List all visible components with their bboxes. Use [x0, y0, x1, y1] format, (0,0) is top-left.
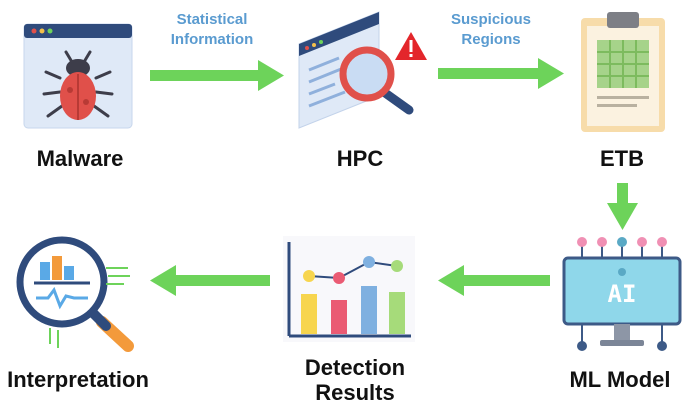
node-label-hpc: HPC — [336, 146, 384, 171]
node-label-ml-model: ML Model — [569, 367, 671, 392]
edge-label-statistical-information: Statistical Information — [153, 10, 271, 50]
arrow-hpc-to-etb — [438, 58, 564, 89]
edge-label-line1: Suspicious — [450, 11, 532, 28]
node-label-interpretation: Interpretation — [7, 367, 149, 392]
node-label-etb: ETB — [600, 146, 644, 171]
edge-label-line1: Statistical — [176, 11, 248, 28]
magnifier-code-window-icon — [298, 11, 427, 129]
svg-text:AI: AI — [608, 280, 637, 308]
chart-icon — [283, 236, 415, 342]
arrow-ml-model-to-detection — [438, 265, 550, 296]
node-label-detection-results: Detection Results — [282, 355, 428, 405]
clipboard-grid-icon — [581, 12, 665, 132]
edge-label-suspicious-regions: Suspicious Regions — [432, 10, 550, 50]
magnifier-chart-icon — [16, 236, 134, 352]
edge-label-line2: Information — [170, 31, 254, 48]
arrow-etb-to-ml-model — [607, 183, 638, 230]
edge-label-line2: Regions — [461, 31, 521, 48]
arrow-detection-to-interpretation — [150, 265, 270, 296]
node-label-malware: Malware — [36, 146, 124, 171]
bug-window-icon — [23, 23, 133, 129]
node-label-line1: Detection — [304, 355, 406, 380]
node-label-line2: Results — [315, 380, 395, 405]
ai-chip-monitor-icon: AI — [562, 237, 682, 351]
arrow-malware-to-hpc — [150, 60, 284, 91]
